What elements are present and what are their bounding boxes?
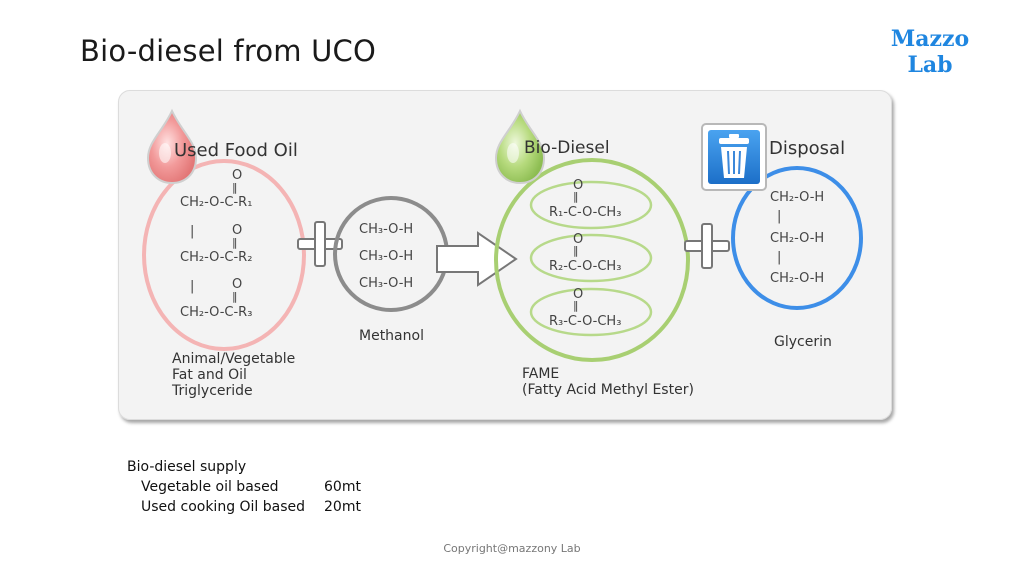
methanol-group: CH₃-O-H CH₃-O-H CH₃-O-H Methanol bbox=[333, 196, 449, 344]
supply-info: Bio-diesel supply Vegetable oil based 60… bbox=[127, 457, 361, 517]
bio-diesel-group: Bio-Diesel O ‖ R₁-C-O-CH₃ O ‖ R₂-C-O-CH₃… bbox=[494, 108, 694, 398]
fame-circle bbox=[494, 158, 690, 362]
triglyceride-caption-1: Animal/Vegetable bbox=[172, 351, 295, 367]
trash-can-icon bbox=[701, 123, 767, 191]
disposal-group: Disposal CH₂-O-H | CH₂-O-H | CH₂-O-H Gly… bbox=[701, 123, 863, 350]
ester-o-1-bond: ‖ bbox=[573, 190, 579, 203]
methanol-row-2: CH₃-O-H bbox=[359, 249, 413, 264]
reaction-arrow-icon bbox=[436, 231, 518, 287]
logo-line-2: Lab bbox=[907, 52, 953, 78]
triglyceride-row-2: CH₂-O-C-R₂ bbox=[180, 250, 252, 265]
triglyceride-caption-2: Fat and Oil bbox=[172, 367, 247, 383]
supply-row: Vegetable oil based 60mt bbox=[127, 477, 361, 497]
carbonyl-o-2: O bbox=[232, 223, 242, 238]
disposal-label: Disposal bbox=[769, 138, 845, 159]
fame-caption-1: FAME bbox=[522, 366, 559, 382]
ester-ellipse-3 bbox=[529, 287, 653, 337]
triglyceride-row-3: CH₂-O-C-R₃ bbox=[180, 305, 252, 320]
methanol-caption: Methanol bbox=[359, 328, 424, 344]
glycerin-bar-2: | bbox=[777, 250, 781, 265]
supply-row: Used cooking Oil based 20mt bbox=[127, 497, 361, 517]
ester-formula-3: R₃-C-O-CH₃ bbox=[549, 314, 621, 329]
logo-line-1: Mazzo bbox=[890, 26, 970, 52]
triglyceride-bar-1: | bbox=[190, 224, 194, 239]
carbonyl-o-2-bond: ‖ bbox=[232, 236, 238, 249]
fame-caption-2: (Fatty Acid Methyl Ester) bbox=[522, 382, 694, 398]
ester-ellipse-1 bbox=[529, 180, 653, 230]
supply-row-value: 60mt bbox=[324, 479, 361, 495]
triglyceride-caption-3: Triglyceride bbox=[171, 383, 253, 399]
ester-formula-1: R₁-C-O-CH₃ bbox=[549, 205, 621, 220]
supply-row-label: Vegetable oil based bbox=[141, 479, 279, 495]
supply-heading: Bio-diesel supply bbox=[127, 459, 247, 475]
carbonyl-o-1-bond: ‖ bbox=[232, 181, 238, 194]
used-food-oil-label: Used Food Oil bbox=[174, 140, 298, 161]
methanol-row-3: CH₃-O-H bbox=[359, 276, 413, 291]
bio-diesel-label: Bio-Diesel bbox=[524, 138, 610, 158]
glycerin-bar-1: | bbox=[777, 209, 781, 224]
supply-row-label: Used cooking Oil based bbox=[141, 499, 306, 515]
supply-row-value: 20mt bbox=[324, 499, 361, 515]
ester-o-3-bond: ‖ bbox=[573, 299, 579, 312]
plus-sign-1 bbox=[297, 221, 343, 267]
plus-sign-2 bbox=[684, 223, 730, 269]
page-title: Bio-diesel from UCO bbox=[80, 34, 377, 68]
carbonyl-o-3-bond: ‖ bbox=[232, 290, 238, 303]
brand-logo: Mazzo Lab bbox=[884, 26, 976, 78]
used-food-oil-group: Used Food Oil O ‖ CH₂-O-C-R₁ | O ‖ CH₂-O… bbox=[142, 108, 306, 399]
triglyceride-row-1: CH₂-O-C-R₁ bbox=[180, 195, 252, 210]
glycerin-row-2: CH₂-O-H bbox=[770, 231, 824, 246]
glycerin-caption: Glycerin bbox=[774, 334, 832, 350]
methanol-row-1: CH₃-O-H bbox=[359, 222, 413, 237]
ester-formula-2: R₂-C-O-CH₃ bbox=[549, 259, 621, 274]
ester-o-3: O bbox=[573, 287, 583, 302]
ester-o-2: O bbox=[573, 232, 583, 247]
triglyceride-circle bbox=[142, 159, 306, 351]
carbonyl-o-1: O bbox=[232, 168, 242, 183]
glycerin-circle bbox=[731, 166, 863, 310]
ester-o-1: O bbox=[573, 178, 583, 193]
ester-ellipse-2 bbox=[529, 233, 653, 283]
triglyceride-bar-2: | bbox=[190, 279, 194, 294]
copyright-text: Copyright@mazzony Lab bbox=[443, 542, 581, 555]
oil-drop-icon bbox=[146, 108, 198, 185]
bio-diesel-drop-icon bbox=[494, 108, 546, 185]
carbonyl-o-3: O bbox=[232, 277, 242, 292]
ester-o-2-bond: ‖ bbox=[573, 244, 579, 257]
glycerin-row-1: CH₂-O-H bbox=[770, 190, 824, 205]
glycerin-row-3: CH₂-O-H bbox=[770, 271, 824, 286]
